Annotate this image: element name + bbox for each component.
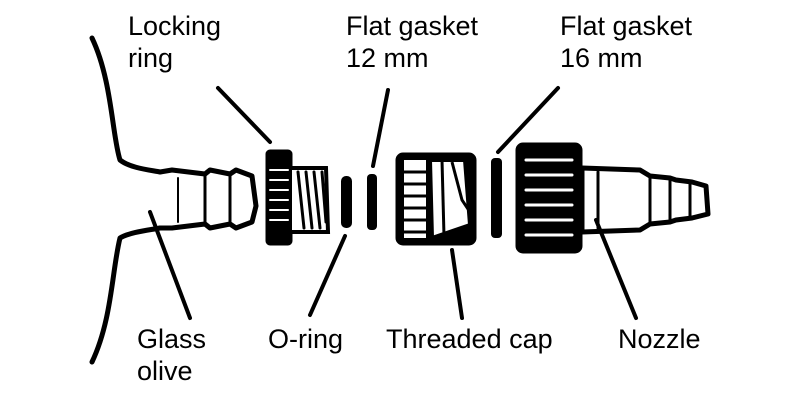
label-flat-gasket-16-line1: Flat gasket [560,11,693,41]
label-flat-gasket-12-line2: 12 mm [346,43,429,73]
leader-glass-olive [148,210,192,320]
flat-gasket-16-part [491,158,502,238]
label-threaded-cap: Threaded cap [386,324,553,354]
label-o-ring: O-ring [268,324,344,354]
label-nozzle: Nozzle [618,324,701,354]
label-glass-olive-line2: olive [137,356,193,386]
leader-flat-gasket-16 [496,86,560,154]
glass-olive-part [89,35,259,365]
leader-flat-gasket-12 [371,88,390,168]
label-flat-gasket-16-line2: 16 mm [560,43,643,73]
o-ring-part [341,176,352,228]
leader-nozzle [594,218,638,320]
leader-o-ring [308,234,347,317]
label-flat-gasket-12: Flat gasket 12 mm [346,10,478,74]
label-locking-ring-line2: ring [128,43,174,73]
threaded-cap-part [395,152,477,246]
label-flat-gasket-12-line1: Flat gasket [346,11,479,41]
leader-threaded-cap [450,248,464,320]
label-locking-ring-line1: Locking [128,11,222,41]
label-flat-gasket-16: Flat gasket 16 mm [560,10,692,74]
leader-lines [148,86,638,320]
flat-gasket-12-part [367,174,377,230]
label-locking-ring: Locking ring [128,10,221,74]
nozzle-part [515,142,711,254]
locking-ring-part [265,149,331,246]
leader-locking-ring [216,86,272,144]
label-glass-olive-line1: Glass [137,324,207,354]
label-glass-olive: Glass olive [137,323,206,387]
